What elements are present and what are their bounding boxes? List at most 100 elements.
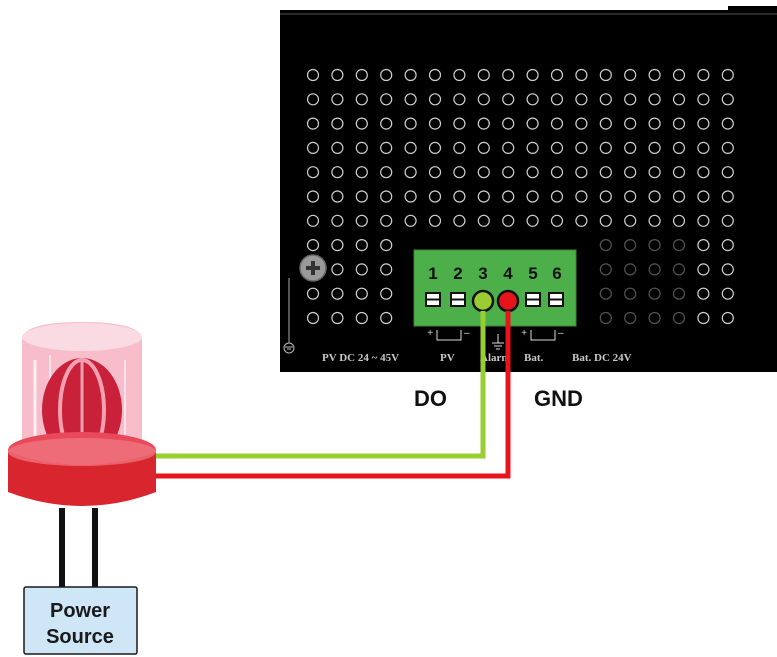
vent-hole [502,190,515,203]
vent-hole [672,166,686,179]
vent-hole [355,117,368,130]
vent-hole [404,141,417,154]
vent-hole [306,93,320,106]
vent-hole [380,311,393,325]
terminal-block: 1 2 3 4 5 6 [413,249,577,327]
vent-hole [672,214,686,227]
vent-hole [306,141,320,154]
vent-hole [526,93,539,106]
vent-hole [355,214,368,227]
vent-hole [380,190,393,203]
vent-hole [502,166,515,179]
vent-hole [355,287,368,300]
vent-hole [624,141,637,154]
vent-hole [404,117,417,130]
vent-hole [355,190,368,203]
vent-hole [502,214,515,227]
vent-hole [526,190,539,203]
vent-hole [697,190,710,203]
vent-hole [648,239,661,252]
vent-hole [306,311,320,325]
vent-hole [721,287,734,300]
vent-hole [599,117,612,130]
vent-hole [721,117,734,130]
terminal-3-do-connector [471,289,495,313]
vent-hole [624,263,637,276]
vent-hole [672,311,686,325]
vent-hole [697,141,710,154]
vent-hole [624,190,637,203]
vent-hole [331,190,344,203]
vent-hole [697,166,710,179]
vent-hole [404,93,417,106]
vent-hole [575,166,588,179]
vent-hole [624,117,637,130]
vent-hole [404,190,417,203]
vent-hole [672,239,686,252]
vent-hole [428,190,442,203]
vent-hole [331,68,344,82]
vent-hole [697,68,710,82]
vent-hole [599,263,612,276]
vent-hole [599,68,612,82]
vent-hole [331,311,344,325]
vent-hole [575,93,588,106]
pin-1-label: 1 [428,264,437,283]
vent-hole [428,93,442,106]
vent-hole [648,190,661,203]
vent-hole [331,239,344,252]
vent-hole [404,166,417,179]
ventilation-grid [306,68,734,325]
vent-hole [306,166,320,179]
pin-2-label: 2 [453,264,462,283]
vent-hole [550,214,564,227]
vent-hole [575,68,588,82]
terminal-4-gnd-connector [496,289,520,313]
power-lead-right [92,508,98,588]
device-panel: PV DC 24 ~ 45V PV Alarm Bat. Bat. DC 24V… [280,6,777,372]
vent-hole [502,68,515,82]
vent-hole [721,239,734,252]
bat-polarity-bracket: + – [521,327,564,341]
vent-hole [380,93,393,106]
vent-hole [355,311,368,325]
vent-hole [672,263,686,276]
vent-hole [648,287,661,300]
vent-hole [624,214,637,227]
vent-hole [526,141,539,154]
vent-hole [306,239,320,252]
vent-hole [355,166,368,179]
vent-hole [648,93,661,106]
vent-hole [550,141,564,154]
vent-hole [526,166,539,179]
power-source-line1: Power [50,600,110,622]
do-wire [155,311,486,459]
label-pv-dc: PV DC 24 ~ 45V [322,352,399,364]
vent-hole [453,68,466,82]
vent-hole [428,141,442,154]
pin-6-label: 6 [552,264,561,283]
vent-hole [721,190,734,203]
vent-hole [380,287,393,300]
vent-hole [648,263,661,276]
vent-hole [331,166,344,179]
vent-hole [721,263,734,276]
vent-hole [428,68,442,82]
vent-hole [502,141,515,154]
vent-hole [721,214,734,227]
power-source-body [23,586,138,655]
vent-hole [550,93,564,106]
power-source-box: Power Source [23,586,138,655]
vent-hole [453,166,466,179]
vent-hole [428,117,442,130]
panel-top-tab [728,6,777,12]
vent-hole [526,117,539,130]
alarm-beacon-icon [8,322,156,506]
gnd-label: GND [534,386,583,411]
vent-hole [477,68,490,82]
power-lead-left [59,508,65,588]
vent-hole [672,93,686,106]
vent-hole [672,68,686,82]
vent-hole [648,214,661,227]
vent-hole [697,263,710,276]
